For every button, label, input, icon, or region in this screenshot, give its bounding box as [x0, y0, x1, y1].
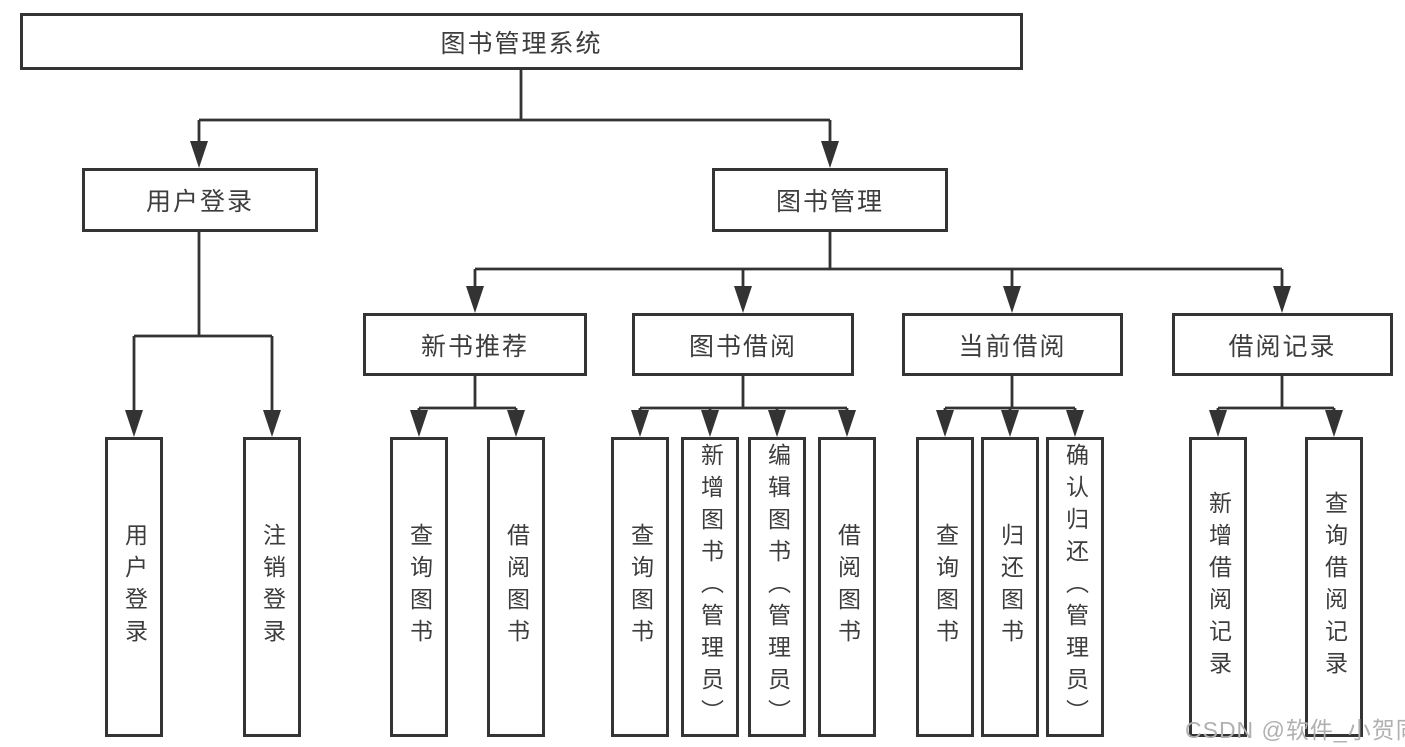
leaf-bb-add-books-admin-label: 新增图书（管理员） — [697, 443, 724, 731]
arrowheads — [125, 141, 1343, 437]
leaf-cb-confirm-return-admin: 确认归还（管理员） — [1046, 437, 1104, 737]
leaf-logout: 注销登录 — [243, 437, 301, 737]
leaf-logout-label: 注销登录 — [259, 523, 286, 651]
node-book-management: 图书管理 — [712, 168, 948, 232]
leaf-nb-borrow-books: 借阅图书 — [487, 437, 545, 737]
node-current-borrowing: 当前借阅 — [902, 313, 1123, 376]
leaf-cb-confirm-return-admin-label: 确认归还（管理员） — [1062, 443, 1089, 731]
leaf-nb-query-books-label: 查询图书 — [406, 523, 433, 651]
leaf-br-query-record-label: 查询借阅记录 — [1321, 491, 1348, 683]
leaf-bb-query-books-label: 查询图书 — [627, 523, 654, 651]
leaf-cb-query-books-label: 查询图书 — [932, 523, 959, 651]
leaf-bb-edit-books-admin-label: 编辑图书（管理员） — [764, 443, 791, 731]
leaf-br-add-record: 新增借阅记录 — [1189, 437, 1247, 737]
leaf-cb-query-books: 查询图书 — [916, 437, 974, 737]
watermark: CSDN @软件_小贺同学 — [1185, 717, 1405, 743]
leaf-bb-borrow-books: 借阅图书 — [818, 437, 876, 737]
leaf-bb-add-books-admin: 新增图书（管理员） — [681, 437, 739, 737]
leaf-cb-return-books: 归还图书 — [981, 437, 1039, 737]
leaf-br-query-record: 查询借阅记录 — [1305, 437, 1363, 737]
leaf-user-login: 用户登录 — [105, 437, 163, 737]
leaf-user-login-label: 用户登录 — [121, 523, 148, 651]
node-root: 图书管理系统 — [20, 13, 1023, 70]
leaf-nb-borrow-books-label: 借阅图书 — [503, 523, 530, 651]
leaf-nb-query-books: 查询图书 — [390, 437, 448, 737]
node-user-login: 用户登录 — [82, 168, 318, 232]
node-borrowing-records: 借阅记录 — [1172, 313, 1393, 376]
leaf-bb-query-books: 查询图书 — [611, 437, 669, 737]
leaf-br-add-record-label: 新增借阅记录 — [1205, 491, 1232, 683]
leaf-bb-edit-books-admin: 编辑图书（管理员） — [748, 437, 806, 737]
node-new-book-recommend: 新书推荐 — [363, 313, 587, 376]
node-book-borrowing: 图书借阅 — [632, 313, 854, 376]
leaf-bb-borrow-books-label: 借阅图书 — [834, 523, 861, 651]
leaf-cb-return-books-label: 归还图书 — [997, 523, 1024, 651]
